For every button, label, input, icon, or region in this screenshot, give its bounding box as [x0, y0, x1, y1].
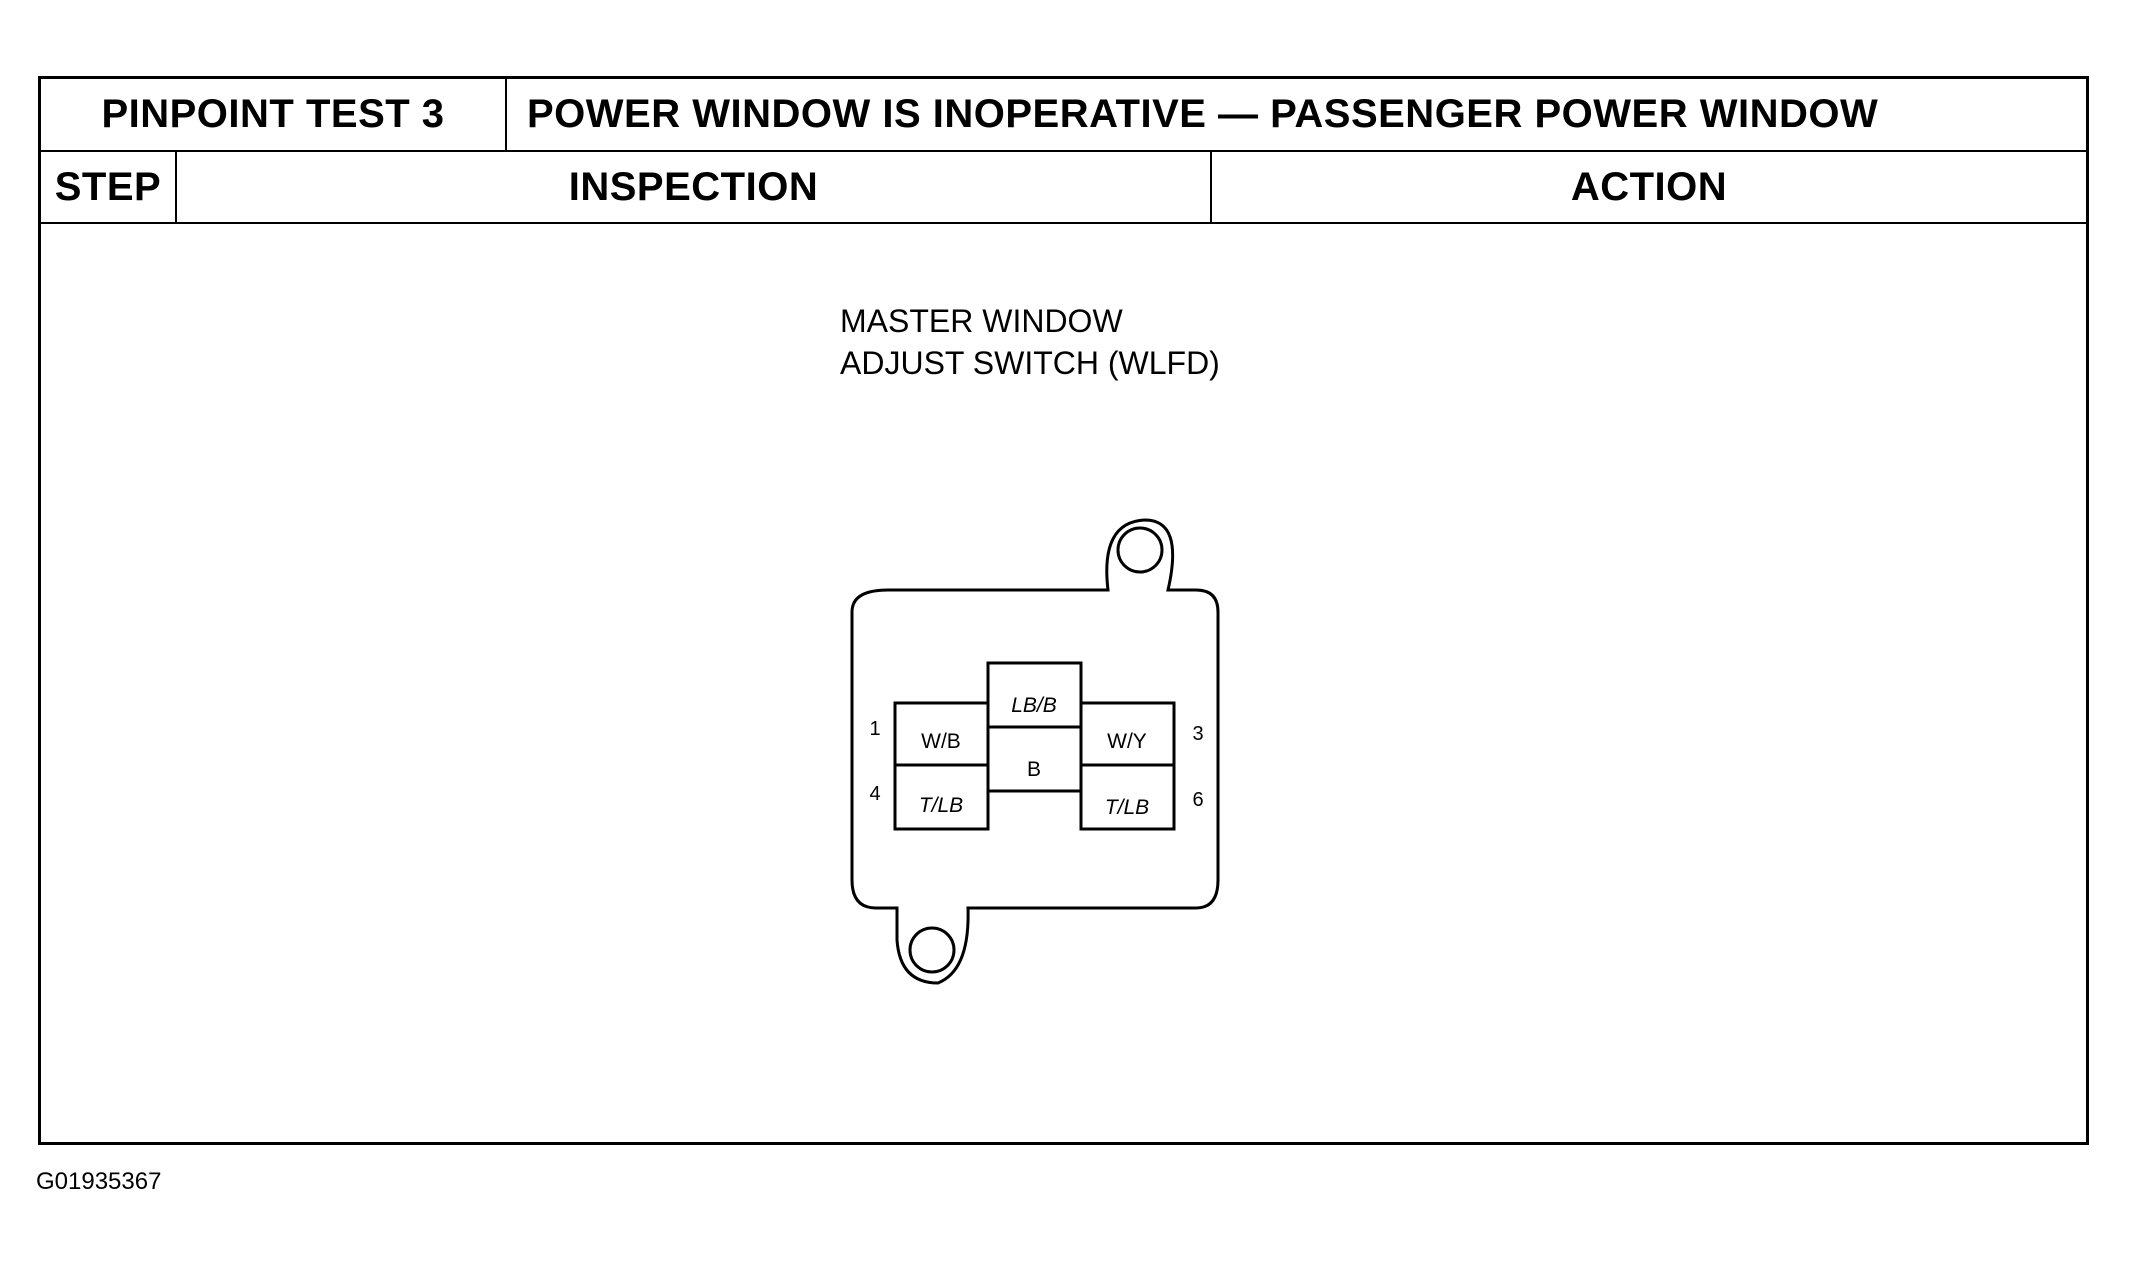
wire-label-center-bottom: B [1027, 758, 1041, 781]
test-number-cell: PINPOINT TEST 3 [41, 79, 507, 150]
cavity-pin-4 [893, 763, 990, 831]
test-title: POWER WINDOW IS INOPERATIVE — PASSENGER … [527, 92, 1879, 136]
wire-label-pin-3: W/Y [1107, 730, 1147, 753]
wire-label-pin-6: T/LB [1105, 796, 1149, 819]
inspection-header-label: INSPECTION [568, 164, 819, 209]
pin-number-4: 4 [869, 783, 880, 805]
pin-number-6: 6 [1192, 789, 1203, 811]
action-column-header: ACTION [1212, 152, 2086, 222]
wire-label-pin-4: T/LB [919, 794, 963, 817]
action-header-label: ACTION [1570, 164, 1728, 209]
wire-label-pin-1: W/B [921, 730, 961, 753]
test-title-cell: POWER WINDOW IS INOPERATIVE — PASSENGER … [507, 79, 2086, 150]
pin-number-1: 1 [869, 718, 880, 740]
column-header-row: STEP INSPECTION ACTION [41, 152, 2086, 224]
connector-caption: MASTER WINDOW ADJUST SWITCH (WLFD) [840, 300, 1220, 384]
step-column-header: STEP [41, 152, 177, 222]
caption-line-2: ADJUST SWITCH (WLFD) [840, 345, 1220, 381]
test-number-label: PINPOINT TEST 3 [101, 92, 445, 136]
caption-line-1: MASTER WINDOW [840, 303, 1123, 339]
table-header-row: PINPOINT TEST 3 POWER WINDOW IS INOPERAT… [41, 79, 2086, 152]
wire-label-center-top: LB/B [1011, 694, 1057, 717]
bottom-mounting-hole [908, 926, 956, 974]
cavity-pin-6 [1079, 763, 1176, 831]
pin-number-3: 3 [1192, 723, 1203, 745]
figure-id: G01935367 [36, 1168, 162, 1195]
step-header-label: STEP [54, 164, 162, 209]
inspection-column-header: INSPECTION [177, 152, 1212, 222]
top-mounting-hole [1116, 526, 1164, 574]
connector-housing [850, 518, 1220, 985]
pinpoint-test-table: PINPOINT TEST 3 POWER WINDOW IS INOPERAT… [38, 76, 2089, 1145]
